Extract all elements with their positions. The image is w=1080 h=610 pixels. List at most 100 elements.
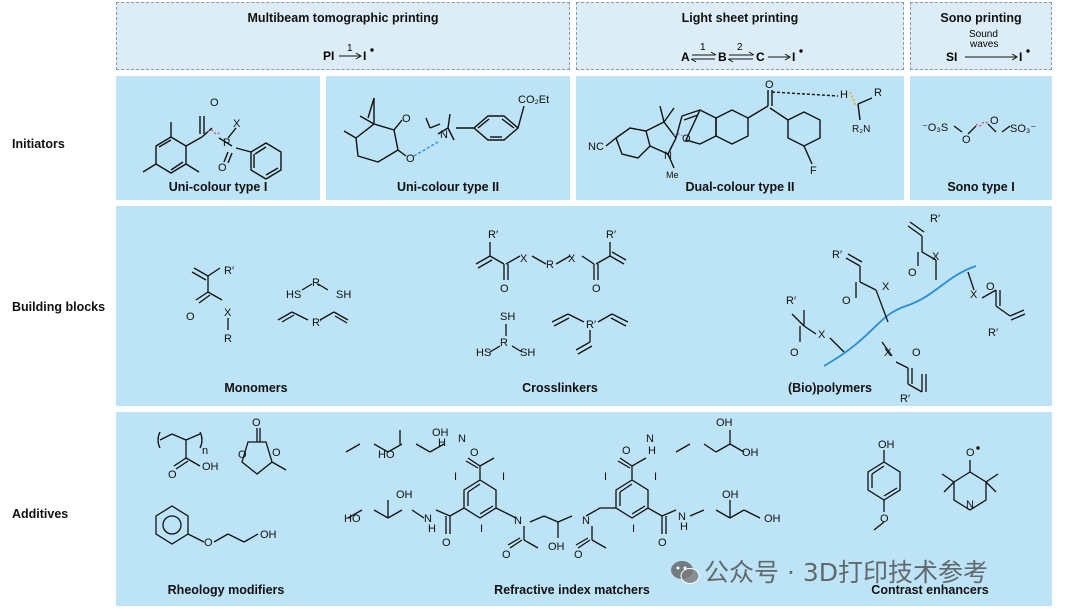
svg-text:O: O bbox=[592, 283, 601, 295]
svg-text:O: O bbox=[790, 347, 799, 359]
svg-text:O: O bbox=[912, 347, 921, 359]
svg-text:O: O bbox=[204, 537, 213, 549]
header-lightsheet-title: Light sheet printing bbox=[681, 11, 799, 25]
svg-text:N: N bbox=[514, 515, 522, 527]
svg-text:H: H bbox=[680, 521, 688, 533]
svg-text:R′: R′ bbox=[832, 249, 842, 261]
svg-text:OH: OH bbox=[396, 489, 413, 501]
svg-text:O: O bbox=[986, 281, 995, 293]
svg-text:I: I bbox=[502, 471, 505, 483]
svg-text:X: X bbox=[818, 329, 826, 341]
svg-text:O: O bbox=[842, 295, 851, 307]
svg-text:HS: HS bbox=[476, 347, 491, 359]
svg-text:H: H bbox=[648, 445, 656, 457]
svg-text:I: I bbox=[1019, 50, 1022, 64]
caption-refractive-index-matchers: Refractive index matchers bbox=[494, 583, 650, 597]
svg-text:X: X bbox=[568, 253, 576, 265]
svg-text:B: B bbox=[718, 50, 727, 64]
svg-text:I: I bbox=[454, 471, 457, 483]
caption-crosslinkers: Crosslinkers bbox=[522, 381, 598, 395]
panel-uni-colour-type-2: O O N CO₂Et Uni-colour type II bbox=[326, 76, 570, 200]
multibeam-scheme: PI 1 I bbox=[323, 43, 374, 63]
svg-text:O: O bbox=[500, 283, 509, 295]
svg-text:HS: HS bbox=[286, 289, 301, 301]
svg-text:⁻O₃S: ⁻O₃S bbox=[922, 122, 948, 134]
panel-dual-colour-type-2: NC N Me O O H R R₂N F Dual-colour type I… bbox=[576, 76, 904, 200]
svg-text:O: O bbox=[908, 267, 917, 279]
header-lightsheet: Light sheet printing A 1 B 2 C I bbox=[576, 2, 904, 70]
svg-text:O: O bbox=[962, 134, 971, 146]
svg-text:O: O bbox=[765, 79, 774, 91]
svg-text:X: X bbox=[970, 289, 978, 301]
svg-text:R: R bbox=[224, 333, 232, 345]
header-multibeam-title: Multibeam tomographic printing bbox=[247, 11, 439, 25]
svg-text:I: I bbox=[480, 523, 483, 535]
svg-text:R′: R′ bbox=[488, 229, 498, 241]
caption-rheology-modifiers: Rheology modifiers bbox=[167, 583, 285, 597]
svg-text:O: O bbox=[622, 445, 631, 457]
svg-text:I: I bbox=[604, 471, 607, 483]
svg-text:R′: R′ bbox=[786, 295, 796, 307]
svg-text:O: O bbox=[406, 153, 415, 165]
svg-text:OH: OH bbox=[716, 417, 733, 429]
svg-text:SO₃⁻: SO₃⁻ bbox=[1010, 123, 1036, 135]
svg-text:N: N bbox=[664, 150, 672, 162]
header-sono-title: Sono printing bbox=[940, 11, 1022, 25]
svg-text:X: X bbox=[882, 281, 890, 293]
scheme-i: I bbox=[363, 49, 366, 63]
svg-text:O: O bbox=[990, 115, 999, 127]
svg-text:CO₂Et: CO₂Et bbox=[518, 94, 549, 106]
svg-text:N: N bbox=[646, 433, 654, 445]
dual2-atoms: NC N Me O O H R R₂N F bbox=[588, 79, 882, 180]
svg-text:OH: OH bbox=[878, 439, 895, 451]
svg-text:R′: R′ bbox=[930, 213, 940, 225]
header-sono: Sono printing Sound waves SI I bbox=[910, 2, 1052, 70]
structures-additives bbox=[155, 428, 999, 549]
caption-dual-colour-type-2: Dual-colour type II bbox=[685, 180, 795, 194]
svg-text:X: X bbox=[224, 307, 232, 319]
row-label-additives: Additives bbox=[12, 507, 69, 521]
structures-building-blocks bbox=[191, 221, 1026, 393]
svg-text:O: O bbox=[470, 447, 479, 459]
uni1-atoms: O P X O bbox=[210, 97, 241, 174]
svg-text:Me: Me bbox=[666, 170, 679, 180]
svg-text:SH: SH bbox=[520, 347, 535, 359]
svg-text:O: O bbox=[658, 537, 667, 549]
svg-text:X: X bbox=[884, 347, 892, 359]
caption-uni-colour-type-2: Uni-colour type II bbox=[396, 180, 500, 194]
structure-dual-type-2 bbox=[605, 90, 873, 169]
svg-text:O: O bbox=[402, 113, 411, 125]
panel-sono-type-1: ⁻O₃S O O SO₃⁻ Sono type I bbox=[910, 76, 1052, 200]
svg-text:O: O bbox=[168, 469, 177, 481]
svg-text:R: R bbox=[874, 87, 882, 99]
wechat-icon bbox=[671, 561, 700, 584]
svg-text:HO: HO bbox=[344, 513, 361, 525]
svg-text:Sound: Sound bbox=[969, 29, 998, 40]
svg-text:N: N bbox=[458, 433, 466, 445]
sono1-atoms: ⁻O₃S O O SO₃⁻ bbox=[922, 115, 1036, 146]
svg-text:SI: SI bbox=[946, 50, 957, 64]
svg-text:OH: OH bbox=[764, 513, 781, 525]
svg-text:O: O bbox=[966, 447, 975, 459]
svg-text:X: X bbox=[932, 251, 940, 263]
svg-text:C: C bbox=[756, 50, 765, 64]
svg-text:N: N bbox=[966, 499, 974, 511]
svg-text:A: A bbox=[681, 50, 690, 64]
watermark-text: 公众号 · 3D打印技术参考 bbox=[704, 558, 988, 587]
panel-uni-colour-type-1: O P X O Uni-colour type I bbox=[116, 76, 320, 200]
caption-sono-type-1: Sono type I bbox=[947, 180, 1015, 194]
svg-text:NC: NC bbox=[588, 141, 604, 153]
svg-text:R: R bbox=[546, 259, 554, 271]
header-multibeam: Multibeam tomographic printing PI 1 I bbox=[116, 2, 570, 70]
caption-contrast-enhancers: Contrast enhancers bbox=[871, 583, 989, 597]
caption-biopolymers: (Bio)polymers bbox=[787, 381, 873, 395]
sono-scheme: Sound waves SI I bbox=[946, 29, 1030, 64]
svg-text:X: X bbox=[233, 118, 241, 130]
svg-text:O: O bbox=[682, 133, 691, 145]
svg-text:N: N bbox=[424, 513, 432, 525]
svg-text:OH: OH bbox=[722, 489, 739, 501]
